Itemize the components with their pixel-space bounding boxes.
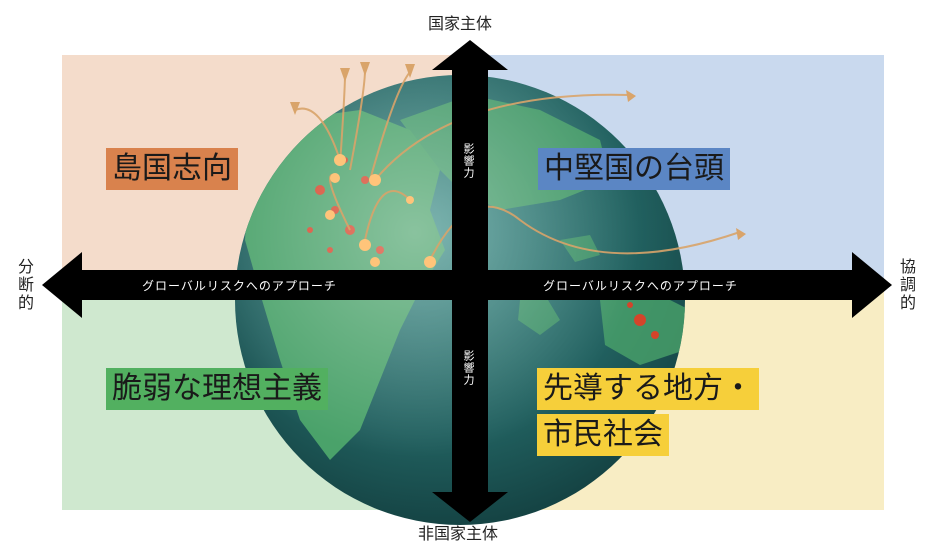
quadrant-label-top-right: 中堅国の台頭 [538,148,730,190]
right-arrow-icon [852,252,892,318]
axis-label-left: 分断的 [15,258,34,312]
axis-label-bottom: 非国家主体 [418,524,499,543]
quadrant-label-bottom-right-line1: 先導する地方・ [537,368,759,410]
path-endpoints [290,62,746,240]
quadrant-label-bottom-right-line2: 市民社会 [537,414,669,456]
vertical-axis-text-lower: 影響力 [462,350,475,386]
axis-label-top: 国家主体 [428,14,493,33]
quadrant-label-top-left: 島国志向 [106,148,238,190]
down-arrow-icon [432,492,508,522]
axis-arrows [42,40,892,522]
axis-label-right: 協調的 [897,258,916,312]
vertical-axis-text-upper: 影響力 [462,143,475,179]
left-arrow-icon [42,252,82,318]
city-markers [325,154,436,268]
up-arrow-icon [432,40,508,70]
horizontal-axis-text-left: グローバルリスクへのアプローチ [142,279,337,293]
horizontal-axis-text-right: グローバルリスクへのアプローチ [543,279,738,293]
quadrant-label-bottom-left: 脆弱な理想主義 [106,368,328,410]
